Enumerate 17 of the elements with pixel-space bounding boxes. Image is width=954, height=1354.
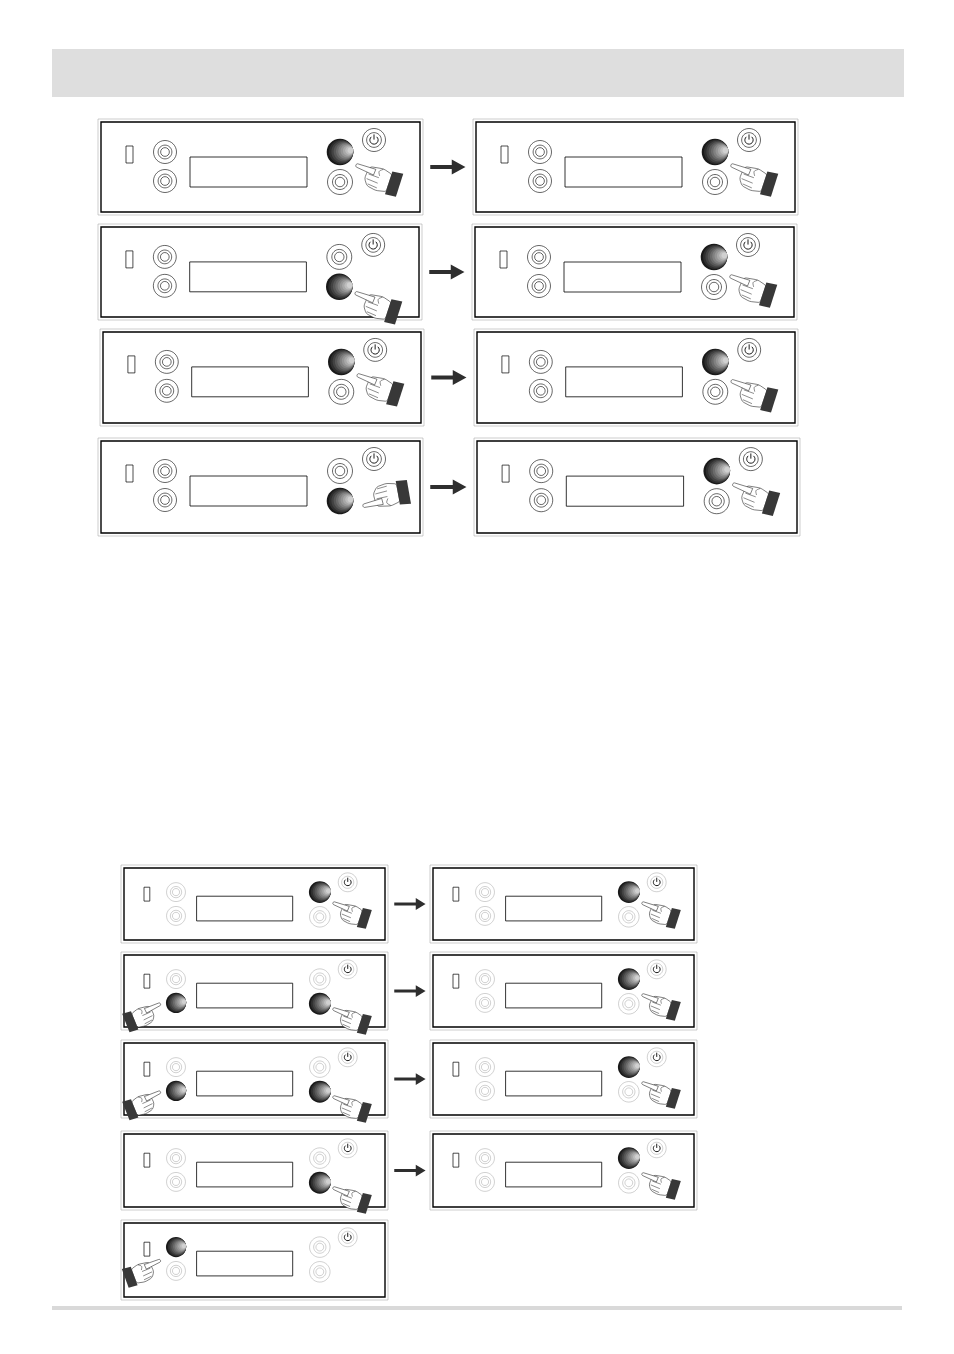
control-panel — [120, 951, 389, 1031]
control-panel — [120, 1219, 389, 1301]
control-panel — [97, 223, 423, 321]
control-panel — [120, 864, 389, 944]
control-panel — [473, 437, 801, 537]
control-panel — [429, 1039, 698, 1119]
control-panel — [97, 437, 424, 537]
control-panel — [120, 1130, 389, 1211]
control-panel — [97, 118, 424, 216]
control-panel — [120, 1039, 389, 1119]
control-panel — [429, 1130, 698, 1211]
control-panel — [471, 223, 798, 321]
control-panel — [429, 864, 698, 944]
control-panel — [429, 951, 698, 1031]
control-panel — [99, 328, 425, 427]
control-panel — [473, 328, 799, 427]
control-panel — [472, 118, 799, 216]
